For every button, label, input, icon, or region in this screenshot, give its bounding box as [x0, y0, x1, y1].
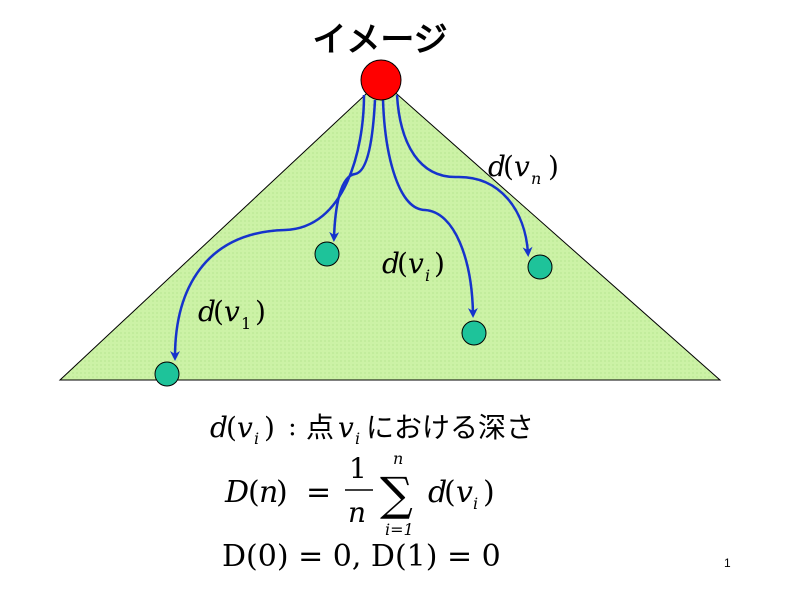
node-v1: [154, 361, 180, 387]
fm-v: v: [456, 475, 473, 510]
label-vn-rparen: ): [548, 150, 559, 183]
label-vi-rparen: ): [434, 247, 445, 280]
label-vn-sub: n: [531, 169, 541, 188]
label-vi-d: d: [382, 247, 400, 280]
fm-sub-i: i: [473, 494, 478, 513]
label-v1-sub: 1: [241, 314, 251, 333]
arrow-v-left: [329, 99, 377, 242]
arrow-vn: [395, 94, 533, 257]
label-d-vn: d ( v n ): [488, 150, 559, 188]
fm-d-rparen: ): [483, 475, 495, 510]
label-v1-d: d: [198, 295, 216, 328]
tree-triangle: [58, 79, 722, 381]
fm-d: d: [428, 475, 447, 510]
def-lparen: (: [226, 411, 237, 444]
label-d-v1: d ( v 1 ): [198, 295, 266, 333]
label-vn-lparen: (: [503, 150, 514, 183]
def-rest-text: における深さ: [366, 411, 534, 444]
fm-sum-lower: i=1: [385, 520, 414, 539]
fm-denominator: n: [348, 496, 366, 529]
node-vi: [461, 320, 487, 346]
root-node: [360, 59, 402, 101]
label-v1-rparen: ): [255, 295, 266, 328]
def-v: v: [237, 411, 253, 444]
arrow-v1: [170, 94, 366, 361]
page-number: 1: [724, 556, 731, 570]
def-v2: v: [338, 411, 354, 444]
label-vn-v: v: [514, 150, 530, 183]
label-vi-sub: i: [425, 266, 430, 285]
fm-D: D: [224, 475, 249, 510]
label-v1-lparen: (: [213, 295, 224, 328]
label-vn-d: d: [488, 150, 506, 183]
fm-n: n: [259, 475, 278, 510]
fm-numerator: 1: [349, 452, 367, 485]
label-vi-v: v: [408, 247, 424, 280]
slide-title: イメージ: [312, 20, 448, 60]
def-rparen: ): [264, 411, 275, 444]
def-sub-i: i: [254, 429, 259, 448]
def-d: d: [210, 411, 228, 444]
label-v1-v: v: [224, 295, 240, 328]
label-vi-lparen: (: [397, 247, 408, 280]
formula-mean: D ( n ) = 1 n n ∑ i=1 d ( v i ): [224, 449, 495, 539]
fm-d-lparen: (: [444, 475, 456, 510]
fm-sum-upper: n: [393, 449, 403, 468]
def-sub-i2: i: [355, 429, 360, 448]
node-left: [314, 241, 340, 267]
definition-line: d ( v i ) : 点 v i における深さ: [210, 411, 534, 448]
def-point-text: 点: [306, 411, 334, 444]
fm-equals: =: [306, 475, 331, 510]
fm-lparen: (: [248, 475, 260, 510]
fm-sigma: ∑: [380, 467, 413, 521]
node-vn: [527, 254, 553, 280]
def-colon: :: [288, 412, 297, 442]
formula-base: D(0) = 0, D(1) = 0: [222, 539, 501, 574]
fm-rparen: ): [276, 475, 288, 510]
label-d-vi: d ( v i ): [382, 247, 445, 285]
arrow-vi: [381, 99, 478, 318]
